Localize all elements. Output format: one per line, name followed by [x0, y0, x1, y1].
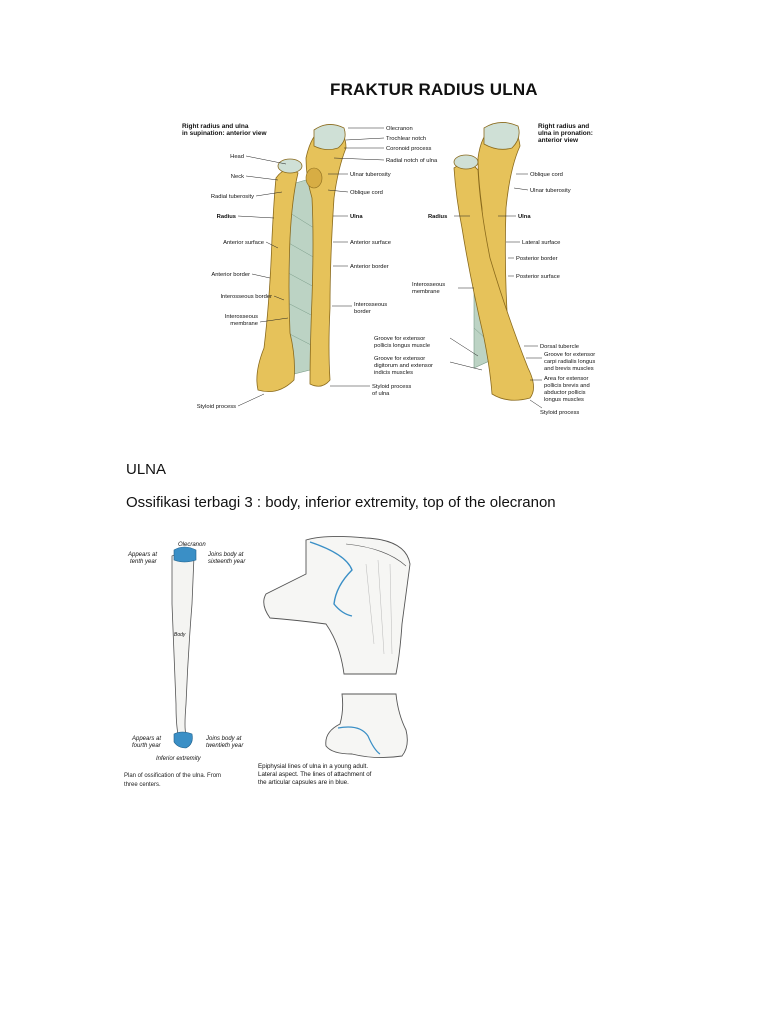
ossification-caption-1: Plan of ossification of the ulna. From — [124, 773, 221, 779]
label-radius-right: Radius — [428, 214, 447, 220]
label-area-epb-3: abductor pollicis — [544, 390, 586, 396]
label-trochlear-notch: Trochlear notch — [386, 136, 426, 142]
label-groove-epl-1: Groove for extensor — [374, 336, 425, 342]
label-groove-ed-1: Groove for extensor — [374, 356, 425, 362]
label-appears-top-2: tenth year — [130, 559, 158, 565]
label-area-epb-1: Area for extensor — [544, 376, 589, 382]
label-interosseous-membrane-right-1: Interosseous — [412, 282, 445, 288]
label-groove-epl-2: pollicis longus muscle — [374, 343, 430, 349]
label-appears-bottom-1: Appears at — [131, 736, 161, 742]
ulna-epiphysial-lines-figure: Epiphysial lines of ulna in a young adul… — [256, 524, 420, 790]
left-view-title-2: in supination: anterior view — [182, 130, 267, 137]
right-view-title-3: anterior view — [538, 137, 579, 144]
label-interosseous-border-radius: Interosseous border — [220, 294, 272, 300]
label-styloid-process-radius: Styloid process — [197, 404, 236, 410]
right-view-title-2: ulna in pronation: — [538, 130, 593, 137]
label-groove-ecr-2: carpi radialis longus — [544, 359, 595, 365]
radius-ulna-anatomy-figure: Right radius and ulna in supination: ant… — [178, 118, 598, 423]
label-interosseous-membrane-1: Interosseous — [225, 314, 258, 320]
section-heading-ulna: ULNA — [126, 461, 167, 478]
label-appears-bottom-2: fourth year — [132, 743, 162, 749]
ulna-ossification-figure: Olecranon Appears at tenth year Joins bo… — [122, 534, 260, 794]
label-oblique-cord-right: Oblique cord — [530, 172, 563, 178]
label-styloid-process-ulna-2: of ulna — [372, 391, 390, 397]
label-anterior-border-ulna: Anterior border — [350, 264, 389, 270]
label-interosseous-membrane-2: membrane — [230, 321, 258, 327]
ossification-caption-2: three centers. — [124, 782, 161, 788]
label-posterior-border: Posterior border — [516, 256, 558, 262]
label-neck: Neck — [231, 174, 244, 180]
label-ulnar-tuberosity-right: Ulnar tuberosity — [530, 188, 571, 194]
label-area-epb-4: longus muscles — [544, 397, 584, 403]
label-joins-bottom-1: Joins body at — [205, 736, 242, 742]
left-view-title-1: Right radius and ulna — [182, 123, 249, 130]
label-dorsal-tubercle: Dorsal tubercle — [540, 344, 579, 350]
label-groove-ed-3: indicis muscles — [374, 370, 413, 376]
page-title: FRAKTUR RADIUS ULNA — [330, 80, 538, 99]
label-groove-ecr-1: Groove for extensor — [544, 352, 595, 358]
label-head: Head — [230, 154, 244, 160]
label-groove-ed-2: digitorum and extensor — [374, 363, 433, 369]
section-text-ossification: Ossifikasi terbagi 3 : body, inferior ex… — [126, 494, 556, 511]
label-body: Body — [174, 632, 186, 638]
right-view-title-1: Right radius and — [538, 123, 589, 130]
label-area-epb-2: pollicis brevis and — [544, 383, 590, 389]
epiphysial-caption-1: Epiphysial lines of ulna in a young adul… — [258, 763, 368, 770]
label-olecranon-center: Olecranon — [178, 542, 206, 548]
epiphysial-caption-2: Lateral aspect. The lines of attachment … — [258, 771, 372, 778]
label-posterior-surface: Posterior surface — [516, 274, 560, 280]
label-radial-notch-of-ulna: Radial notch of ulna — [386, 158, 438, 164]
label-styloid-process-right: Styloid process — [540, 410, 579, 416]
label-appears-top-1: Appears at — [127, 552, 157, 558]
label-radius-left: Radius — [217, 214, 236, 220]
label-joins-top-2: sixteenth year — [208, 559, 246, 565]
label-anterior-surface-ulna: Anterior surface — [350, 240, 391, 246]
label-inferior-extremity: Inferior extremity — [156, 756, 202, 762]
label-oblique-cord-left: Oblique cord — [350, 190, 383, 196]
label-lateral-surface: Lateral surface — [522, 240, 560, 246]
label-joins-top-1: Joins body at — [207, 552, 244, 558]
label-ulnar-tuberosity-left: Ulnar tuberosity — [350, 172, 391, 178]
label-interosseous-border-ulna-2: border — [354, 309, 371, 315]
label-coronoid-process: Coronoid process — [386, 146, 432, 152]
label-interosseous-border-ulna-1: Interosseous — [354, 302, 387, 308]
label-joins-bottom-2: twentieth year — [206, 743, 244, 749]
label-groove-ecr-3: and brevis muscles — [544, 366, 594, 372]
label-olecranon: Olecranon — [386, 126, 413, 132]
label-styloid-process-ulna-1: Styloid process — [372, 384, 411, 390]
label-ulna-left: Ulna — [350, 214, 363, 220]
label-anterior-surface-radius: Anterior surface — [223, 240, 264, 246]
label-ulna-right: Ulna — [518, 214, 531, 220]
label-anterior-border-radius: Anterior border — [211, 272, 250, 278]
label-interosseous-membrane-right-2: membrane — [412, 289, 440, 295]
label-radial-tuberosity: Radial tuberosity — [211, 194, 254, 200]
epiphysial-caption-3: the articular capsules are in blue. — [258, 779, 349, 786]
